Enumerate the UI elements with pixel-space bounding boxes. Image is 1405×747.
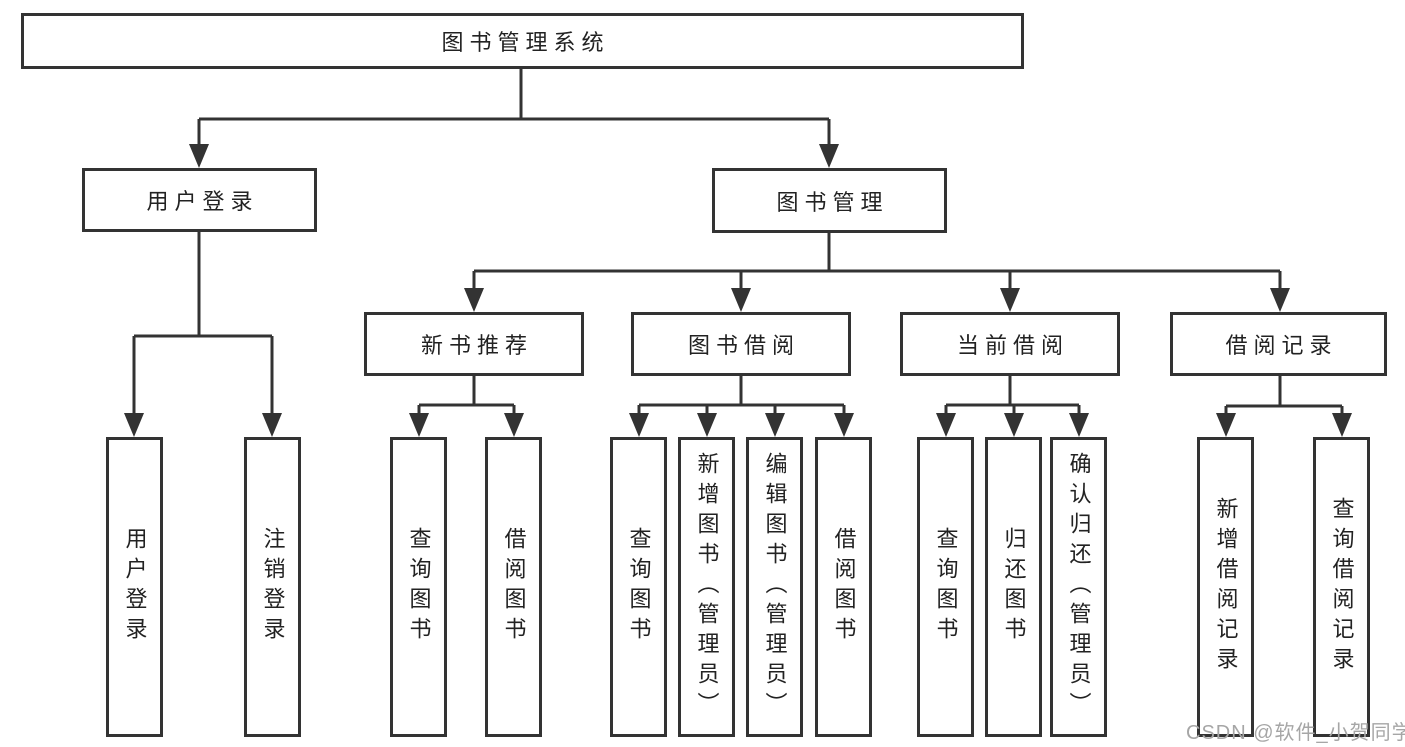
node-label: 查询图书	[933, 527, 959, 647]
node-book-borrow: 图书借阅	[631, 312, 851, 376]
node-label: 用户登录	[146, 189, 259, 214]
arrowheads	[124, 144, 1352, 437]
node-label: 图书借阅	[687, 333, 800, 358]
node-label: 新增图书（管理员）	[694, 452, 720, 722]
leaf-records-query-record: 查询借阅记录	[1313, 437, 1370, 737]
leaf-borrow-edit-books-admin: 编辑图书（管理员）	[746, 437, 803, 737]
node-label: 图书管理系统	[441, 30, 610, 55]
node-label: 借阅图书	[501, 527, 527, 647]
leaf-current-return-books: 归还图书	[985, 437, 1042, 737]
node-label: 借阅记录	[1225, 333, 1338, 358]
node-label: 查询图书	[406, 527, 432, 647]
leaf-user-login: 用户登录	[106, 437, 163, 737]
connector-book-borrow-branch	[637, 376, 846, 431]
node-borrow-records: 借阅记录	[1170, 312, 1387, 376]
connector-book-management-branch	[472, 233, 1282, 306]
node-label: 借阅图书	[831, 527, 857, 647]
node-current-borrow: 当前借阅	[900, 312, 1120, 376]
node-user-login: 用户登录	[82, 168, 317, 232]
connector-root-to-level1	[197, 69, 831, 162]
leaf-logout: 注销登录	[244, 437, 301, 737]
node-label: 当前借阅	[956, 333, 1069, 358]
leaf-current-query-books: 查询图书	[917, 437, 974, 737]
node-label: 注销登录	[260, 527, 286, 647]
node-label: 用户登录	[122, 527, 148, 647]
connector-borrow-records-branch	[1224, 376, 1344, 431]
leaf-borrow-query-books: 查询图书	[610, 437, 667, 737]
leaf-newrec-query-books: 查询图书	[390, 437, 447, 737]
node-label: 归还图书	[1001, 527, 1027, 647]
csdn-watermark: CSDN @软件_小贺同学	[1186, 722, 1405, 744]
leaf-borrow-add-books-admin: 新增图书（管理员）	[678, 437, 735, 737]
connector-user-login-branch	[132, 232, 274, 431]
leaf-records-add-record: 新增借阅记录	[1197, 437, 1254, 737]
node-label: 确认归还（管理员）	[1066, 452, 1092, 722]
leaf-borrow-borrow-books: 借阅图书	[815, 437, 872, 737]
node-root: 图书管理系统	[21, 13, 1024, 69]
node-label: 图书管理	[776, 189, 889, 215]
leaf-current-confirm-return-admin: 确认归还（管理员）	[1050, 437, 1107, 737]
node-label: 查询借阅记录	[1329, 497, 1355, 677]
node-label: 编辑图书（管理员）	[762, 452, 788, 722]
leaf-newrec-borrow-books: 借阅图书	[485, 437, 542, 737]
node-new-book-recommend: 新书推荐	[364, 312, 584, 376]
node-label: 查询图书	[626, 527, 652, 647]
node-label: 新书推荐	[420, 333, 533, 358]
node-label: 新增借阅记录	[1213, 497, 1239, 677]
node-book-management: 图书管理	[712, 168, 947, 233]
connector-new-book-branch	[417, 376, 516, 431]
